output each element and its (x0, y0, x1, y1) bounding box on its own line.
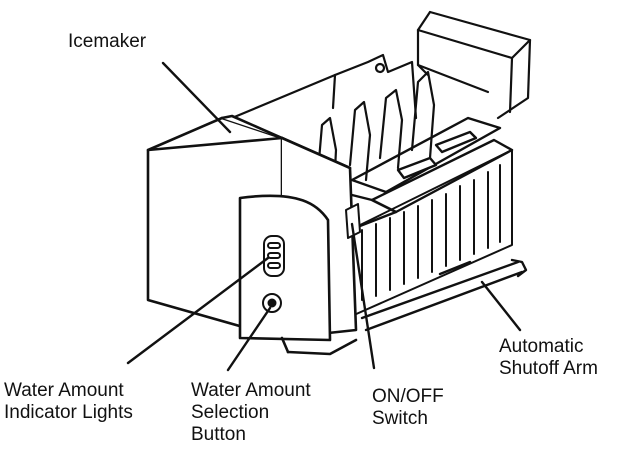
switch-label: ON/OFF Switch (372, 386, 444, 430)
indicator-lights (263, 235, 285, 277)
icemaker-leader (161, 61, 232, 134)
mounting-bracket (230, 53, 418, 120)
icemaker-label: Icemaker (68, 31, 147, 52)
selection-button (262, 293, 282, 313)
mold-grid (349, 149, 513, 316)
shutoff-arm-leader (480, 280, 522, 332)
selection-button-label-line-3: Button (191, 424, 246, 445)
shutoff-arm-drawing (360, 258, 528, 332)
switch-label-line-1: ON/OFF (372, 386, 444, 407)
selection-button-label-line-2: Selection (191, 402, 270, 423)
selection-button-label-line-1: Water Amount (191, 380, 311, 401)
switch-leader (350, 222, 376, 370)
selection-button-label: Water Amount Selection Button (191, 380, 311, 446)
indicator-lights-leader (126, 256, 270, 365)
shutoff-arm-label-line-1: Automatic (499, 336, 584, 357)
on-off-switch (345, 203, 361, 239)
control-housing (146, 114, 358, 356)
leader-lines (126, 61, 522, 372)
indicator-lights-label: Water Amount Indicator Lights (4, 380, 133, 424)
indicator-lights-label-line-2: Indicator Lights (4, 402, 133, 423)
shutoff-arm-label-line-2: Shutoff Arm (499, 358, 598, 379)
indicator-lights-label-line-1: Water Amount (4, 380, 124, 401)
fill-cup (416, 10, 532, 120)
tray-slats (334, 116, 514, 228)
switch-label-line-2: Switch (372, 408, 428, 429)
selection-button-leader (226, 306, 272, 372)
shutoff-arm-label: Automatic Shutoff Arm (499, 336, 598, 380)
